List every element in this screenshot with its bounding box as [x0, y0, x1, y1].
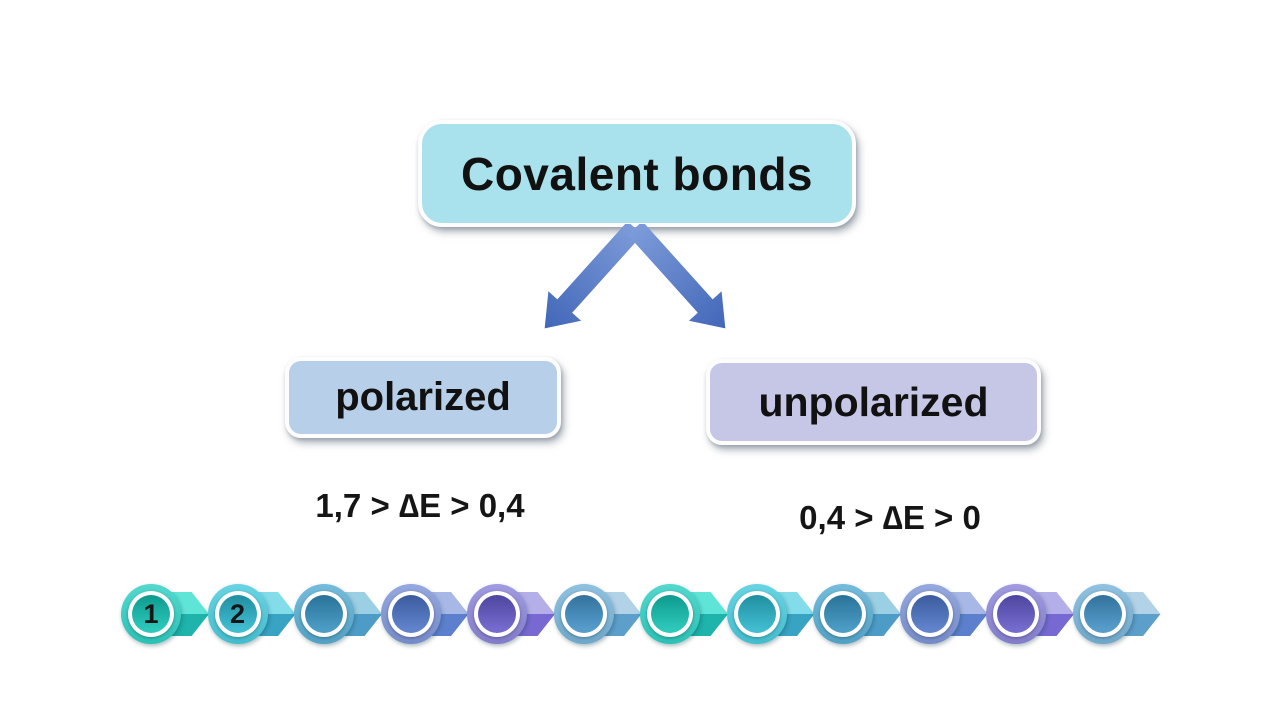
nav-step-12[interactable]	[1072, 584, 1163, 648]
title-box: Covalent bonds	[418, 120, 856, 227]
branch-arrows	[544, 224, 726, 329]
nav-step-8[interactable]	[726, 584, 817, 648]
nav-step-3[interactable]	[294, 584, 384, 648]
step-circle-disc	[824, 595, 862, 633]
nav-step-7[interactable]	[640, 584, 730, 648]
step-circle-disc	[737, 595, 776, 633]
step-circle-disc	[218, 595, 257, 633]
step-circle-disc	[132, 595, 170, 633]
step-number: 2	[229, 598, 246, 629]
nav-step-6[interactable]	[553, 584, 644, 648]
nav-step-10[interactable]	[899, 584, 990, 648]
step-circle-disc	[997, 595, 1035, 633]
nav-step-4[interactable]	[380, 584, 471, 648]
nav-step-1[interactable]: 1	[121, 584, 211, 648]
formula-unpolarized: 0,4 > ∆E > 0	[799, 499, 981, 536]
arrow-down-right-icon	[627, 224, 726, 329]
nav-step-9[interactable]	[813, 584, 903, 648]
nav-step-11[interactable]	[986, 584, 1076, 648]
step-circle-disc	[1083, 595, 1122, 633]
branch-box-polarized: polarized	[285, 357, 561, 438]
step-circle-disc	[564, 595, 603, 633]
formula-polarized: 1,7 > ∆E > 0,4	[315, 487, 525, 524]
step-circle-disc	[305, 595, 343, 633]
step-circle-disc	[910, 595, 949, 633]
step-number: 1	[143, 598, 159, 629]
branch-label-unpolarized: unpolarized	[758, 378, 989, 425]
step-circle-disc	[391, 595, 430, 633]
step-circle-disc	[651, 595, 689, 633]
nav-step-5[interactable]	[467, 584, 557, 648]
arrow-down-left-icon	[544, 224, 643, 329]
branch-label-polarized: polarized	[335, 375, 511, 419]
step-circle-disc	[478, 595, 516, 633]
branch-box-unpolarized: unpolarized	[706, 359, 1041, 445]
nav-step-2[interactable]: 2	[207, 584, 298, 648]
title-label: Covalent bonds	[460, 147, 814, 200]
